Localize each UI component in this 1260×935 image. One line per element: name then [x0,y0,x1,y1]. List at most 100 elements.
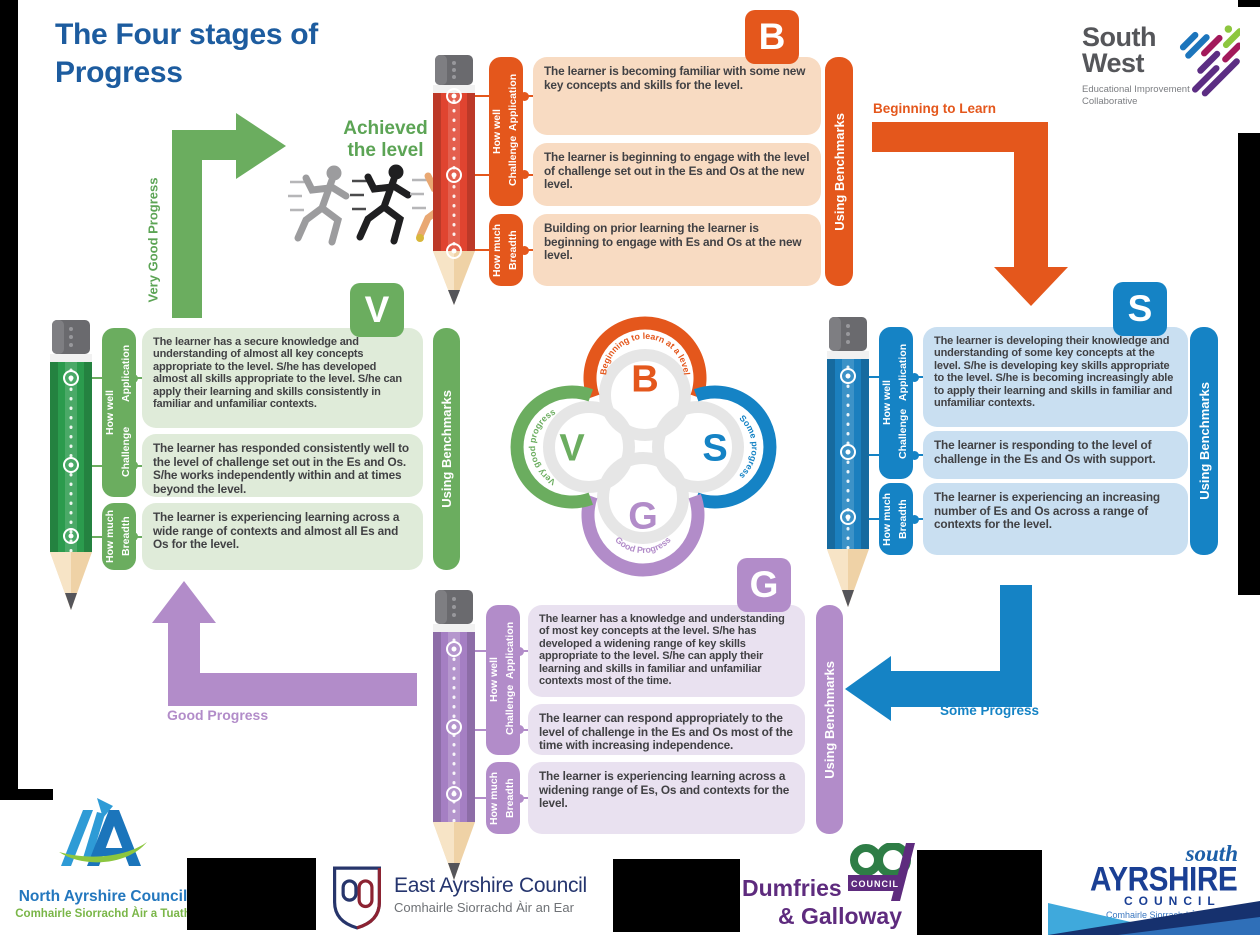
sw-logo-sub2: Collaborative [1082,96,1138,108]
very-good-progress-arrow [172,113,286,318]
descriptor-box: The learner is experiencing an increasin… [843,483,1188,555]
redacted-block [187,858,316,930]
beginning-to-learn-label: Beginning to Learn [873,101,996,116]
stage-good-progress-section: G Application How well Challenge [425,558,843,880]
arc-some-progress [693,385,777,509]
sw-logo-line1: South [1082,22,1156,52]
east-ayrshire-council-logo: East Ayrshire Council Comhairle Siorrach… [332,866,587,930]
stage-very-good-progress-section: V Application How well Challenge [40,283,460,610]
south-ayrshire-council-logo: south AYRSHIRE COUNCIL Comhairle Siorrac… [1048,843,1260,935]
redacted-block [0,0,18,799]
dg-logo-line1: Dumfries [742,875,842,901]
redacted-block [1238,133,1260,595]
tab-application-label: Application [120,344,132,402]
ea-logo-gaelic: Comhairle Siorrachd Àir an Ear [394,900,574,915]
circle-letter-s: S [702,428,727,470]
tab-challenge-label: Challenge [897,408,909,460]
descriptor-box: The learner is becoming familiar with so… [453,57,821,135]
tab-how-much-label: How much [104,509,116,564]
stage-v-badge: V [350,283,404,337]
stage-b-descriptors: The learner is becoming familiar with so… [453,57,821,286]
redacted-block [1238,0,1260,7]
beginning-to-learn-arrow [872,122,1068,306]
descriptor-box: The learner is responding to the level o… [843,431,1188,479]
stage-g-tabs: Application How well Challenge Breadth H… [486,605,520,834]
descriptor-box: Building on prior learning the learner i… [453,214,821,286]
stage-s-badge: S [1113,282,1167,336]
good-progress-arrow [152,581,417,706]
tab-how-much: Breadth How much [102,503,136,570]
some-progress-label: Some Progress [940,703,1040,718]
stage-b-tabs: Application How well Challenge Breadth H… [489,57,523,286]
using-benchmarks-bar: Using Benchmarks [1190,327,1218,555]
pencil-purple-icon [433,590,475,880]
sw-logo-sub1: Educational Improvement [1082,83,1190,95]
redacted-block [613,859,740,932]
descriptor-box: The learner has responded consistently w… [62,434,423,497]
na-logo-gaelic: Comhairle Siorrachd Àir a Tuath [15,908,191,920]
good-progress-label: Good Progress [167,707,269,723]
tab-how-much-label: How much [491,223,503,277]
circle-letter-g: G [628,496,658,538]
descriptor-box: The learner has a knowledge and understa… [448,605,805,697]
bsgv-cycle-diagram: Beginning to learn at a level Some progr… [510,316,777,577]
stage-v-tabs: Application How well Challenge Breadth H… [102,328,136,570]
tab-how-much-label: How much [488,771,500,825]
descriptor-box: The learner is experiencing learning acr… [62,503,423,570]
tab-challenge-label: Challenge [120,426,132,478]
tab-how-well-label: How well [491,109,503,154]
sa-logo-council: COUNCIL [1124,894,1221,908]
achieved-the-level-label: Achieved the level [343,118,428,161]
tab-breadth-label: Breadth [507,230,519,270]
circle-letter-b: B [631,359,658,401]
page-title: The Four stages of Progress [55,16,435,91]
tab-breadth-label: Breadth [504,778,516,818]
stage-beginning-section: B Application How well Challenge [425,10,855,305]
descriptor-box: The learner is experiencing learning acr… [448,762,805,834]
runner-grey-icon [288,165,350,246]
redacted-block [917,850,1042,935]
sa-logo-name: AYRSHIRE [1090,859,1238,899]
ea-logo-name: East Ayrshire Council [394,874,587,897]
tab-how-well-label: How well [881,380,893,426]
sa-logo-script: south [1185,843,1238,866]
sa-waves-icon [1048,901,1260,935]
sa-logo-gaelic: Comhairle Siorrachd Àir a Deas [1106,910,1233,920]
arc-good-progress [581,493,705,577]
interlocking-rings-icon [543,349,744,544]
tab-how-well: Application How well Challenge [489,57,523,206]
title-line-2: Progress [55,55,183,89]
stage-g-descriptors: The learner has a knowledge and understa… [448,605,805,834]
runner-black-icon [350,164,412,245]
using-benchmarks-bar: Using Benchmarks [433,328,460,570]
tab-how-much-label: How much [881,492,893,546]
sw-logo-line2: West [1082,48,1145,79]
tab-how-well: Application How well Challenge [102,328,136,497]
dg-logo-line2: & Galloway [778,903,902,929]
south-west-collaborative-logo: South West Educational Improvement Colla… [1082,22,1240,109]
pencil-red-icon [433,55,475,305]
tab-how-well-label: How well [104,390,116,435]
title-line-1: The Four stages of [55,18,318,51]
dumfries-galloway-council-logo: COUNCIL Dumfries & Galloway [738,843,922,935]
using-benchmarks-bar: Using Benchmarks [825,57,853,286]
na-logo-name: North Ayrshire Council [18,888,188,905]
descriptor-box: The learner can respond appropriately to… [448,704,805,755]
stage-b-badge: B [745,10,799,64]
ea-shield-icon [333,866,381,930]
pencil-green-icon [50,320,92,610]
tab-challenge-label: Challenge [504,684,516,736]
tab-how-well: Application How well Challenge [486,605,520,755]
tab-how-well: Application How well Challenge [879,327,913,479]
stage-s-tabs: Application How well Challenge Breadth H… [879,327,913,555]
tab-challenge-label: Challenge [507,135,519,187]
north-ayrshire-council-logo: North Ayrshire Council Comhairle Siorrac… [12,796,194,920]
tab-how-much: Breadth How much [879,483,913,555]
tab-how-much: Breadth How much [489,214,523,286]
na-monogram-icon [59,798,147,866]
using-benchmarks-bar: Using Benchmarks [816,605,843,834]
arc-very-good-progress [510,385,594,509]
descriptor-box: The learner is beginning to engage with … [453,143,821,206]
stage-v-descriptors: The learner has a secure knowledge and u… [62,328,423,570]
